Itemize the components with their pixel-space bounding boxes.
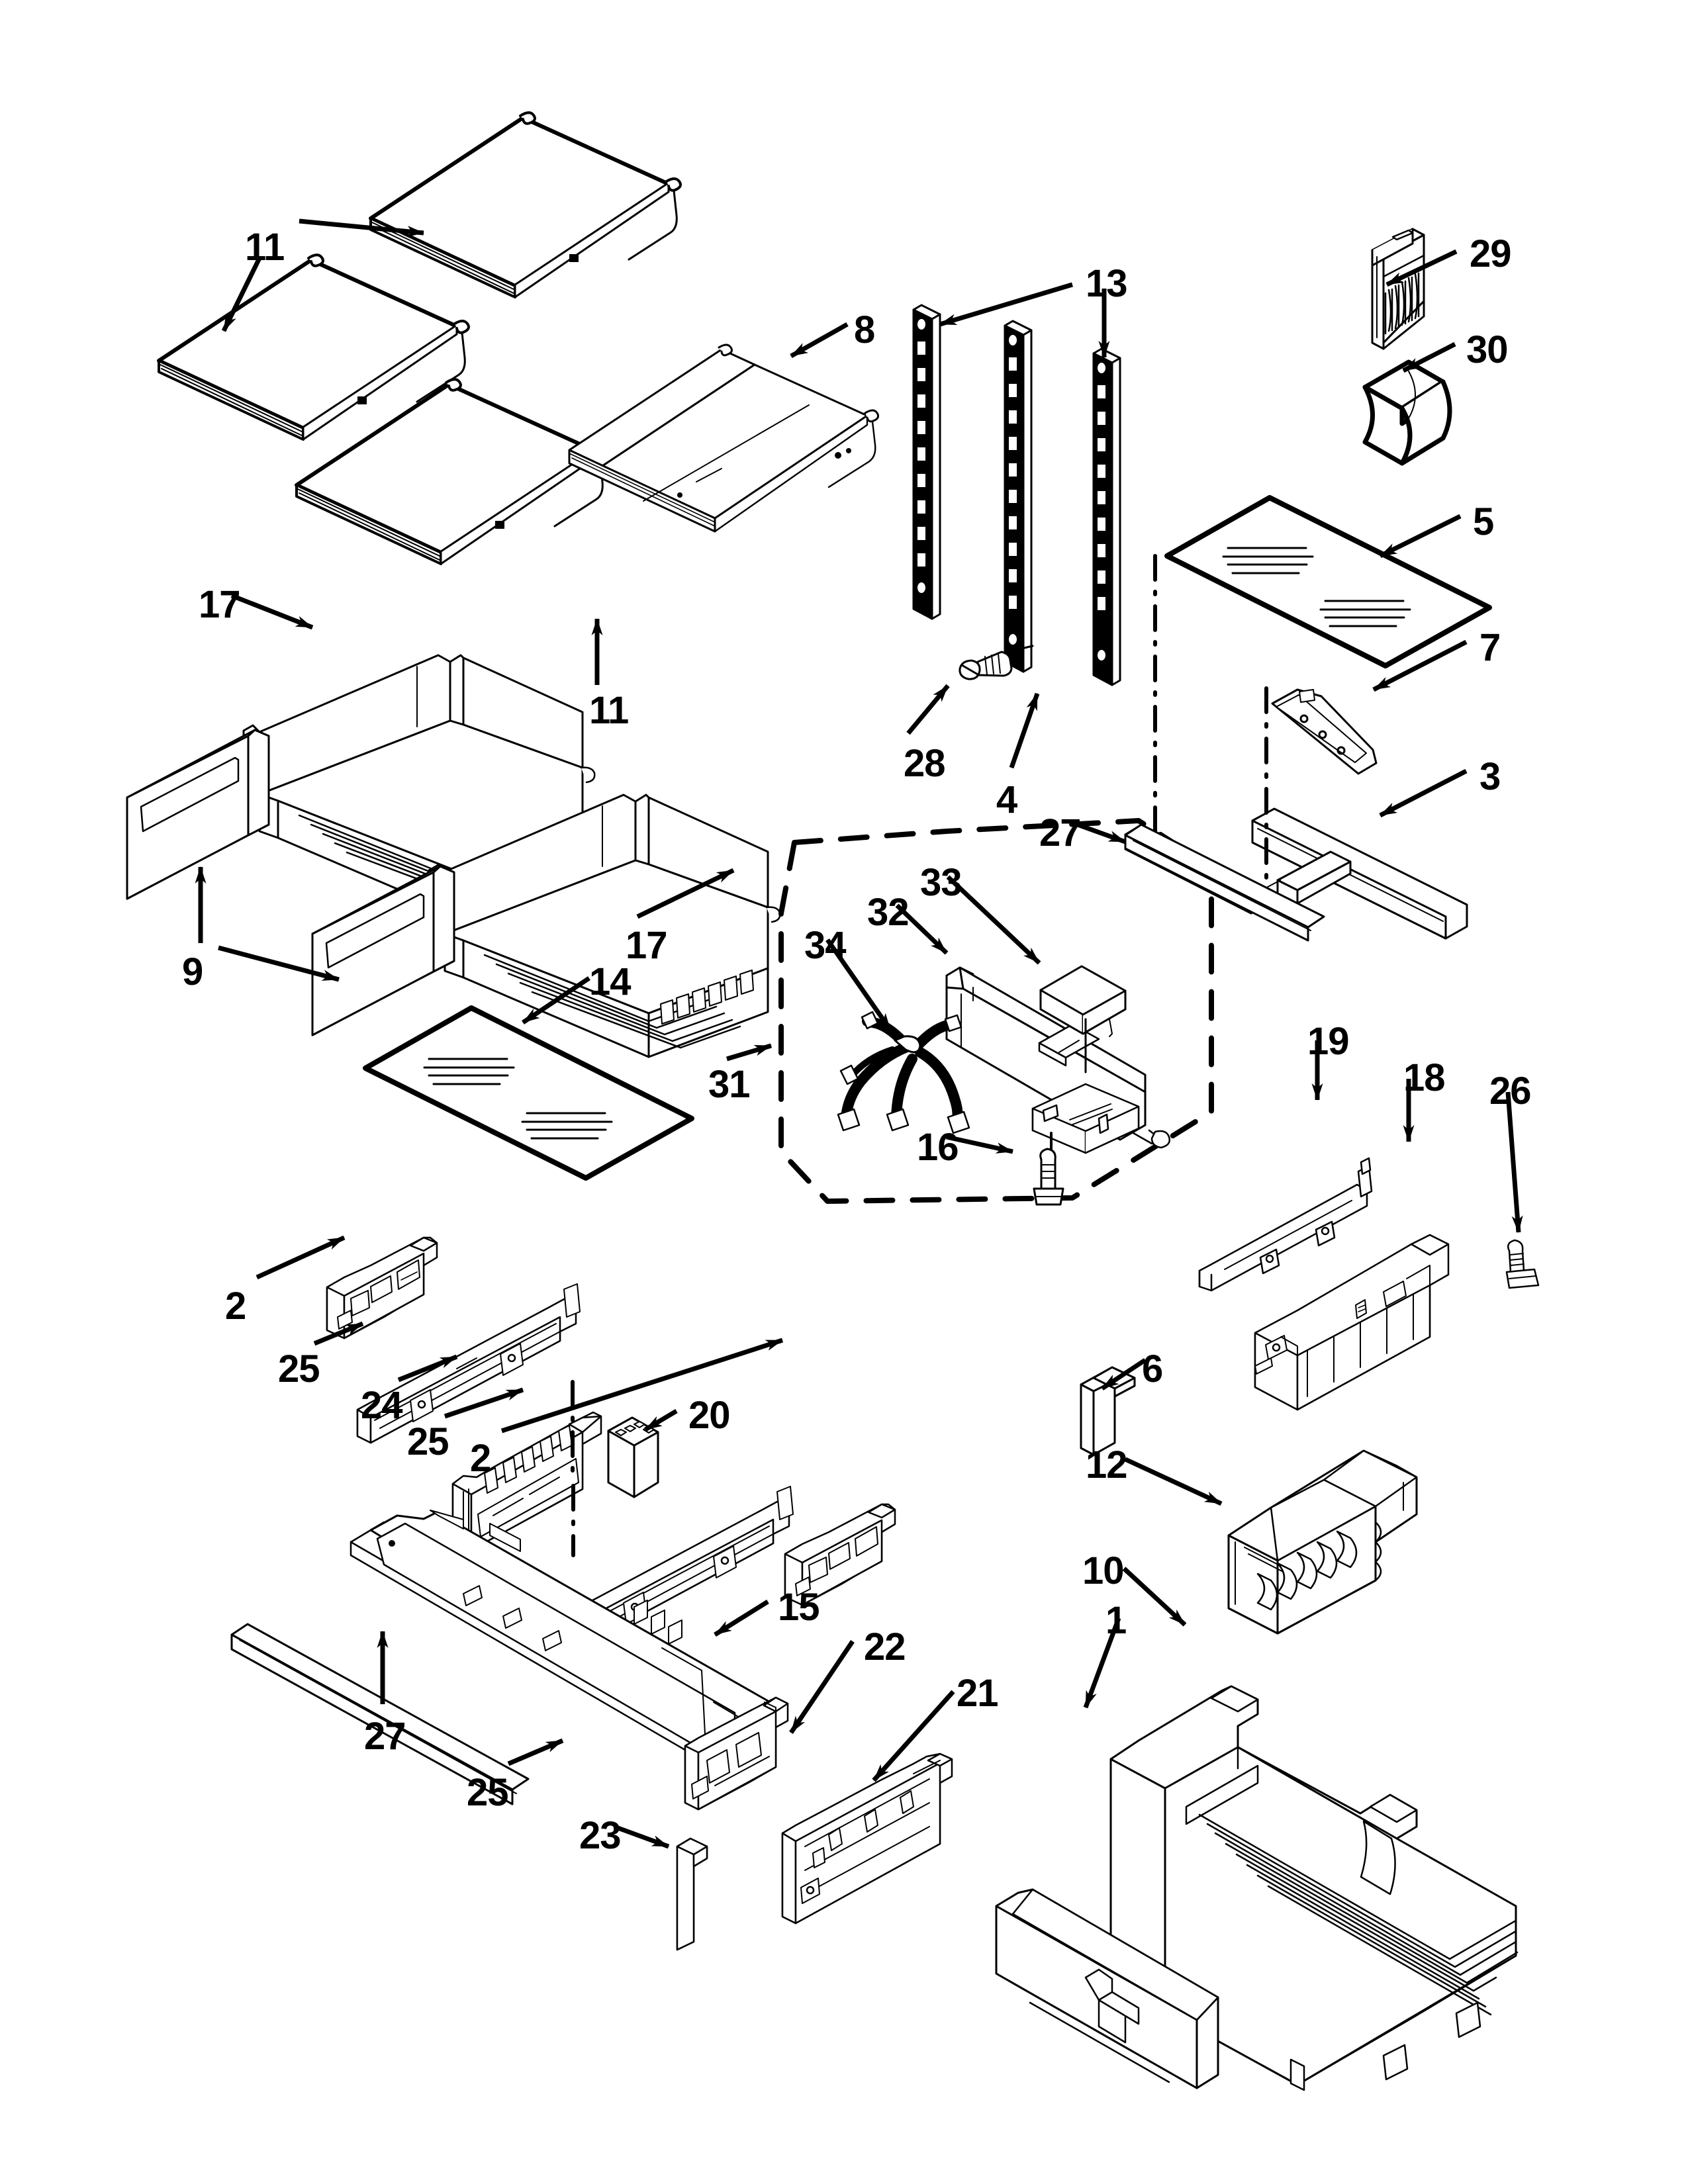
shelf-trim-7 bbox=[1271, 688, 1378, 775]
callout-number-center-ladder-rail: 4 bbox=[996, 778, 1017, 821]
glass-shelf-5 bbox=[1164, 495, 1492, 668]
crisper-front-9-right bbox=[311, 865, 455, 1036]
slide-endcap-20 bbox=[607, 1416, 659, 1498]
pantry-control-cover-33 bbox=[1039, 965, 1127, 1073]
callout-number-thermistor-mounting-screw: 16 bbox=[917, 1126, 959, 1169]
callout-number-drawer-rail-latch-bracket: 22 bbox=[864, 1625, 906, 1668]
callout-number-sliding-spill-guard-shelf: 8 bbox=[854, 308, 875, 351]
callout-number-shelf-support-ladder-rail: 13 bbox=[1086, 262, 1128, 305]
ladder-rail-center bbox=[1004, 320, 1033, 673]
screw-28 bbox=[959, 645, 1034, 680]
callout-number-crisper-drawer-upper: 17 bbox=[199, 583, 241, 626]
callout-number-pantry-control-cover: 33 bbox=[920, 861, 962, 904]
callout-number-drawer-slide-rail-left: 25 bbox=[278, 1347, 320, 1390]
callout-number-drawer-slide-front-bracket: 2 bbox=[470, 1437, 491, 1480]
ladder-rail-right bbox=[1092, 347, 1121, 686]
callout-number-pantry-drawer-support-frame: 18 bbox=[1403, 1056, 1446, 1099]
pantry-control-kit-box-31 bbox=[778, 818, 1214, 1204]
callout-number-shelf-spacer-block: 6 bbox=[1142, 1347, 1163, 1390]
shelf-14-hatch bbox=[423, 1058, 613, 1140]
callout-number-support-mounting-screw: 26 bbox=[1489, 1069, 1532, 1113]
shelf-11-top bbox=[369, 111, 682, 298]
callout-number-drawer-rail-housing: 21 bbox=[957, 1672, 999, 1715]
drawer-slide-19 bbox=[1198, 1157, 1373, 1292]
callout-number-pantry-drawer-slide-rail: 19 bbox=[1307, 1020, 1350, 1063]
crisper-front-9-left bbox=[126, 729, 270, 900]
callout-number-glass-shelf-over-crisper: 14 bbox=[589, 960, 632, 1003]
callout-number-drawer-slide-rail-right: 25 bbox=[407, 1420, 449, 1463]
ladder-rail-left bbox=[912, 304, 941, 620]
callout-number-pantry-control-kit-boundary: 31 bbox=[708, 1063, 751, 1106]
callout-number-crisper-drawer-front-left: 9 bbox=[182, 950, 203, 993]
drawer-lid-15 bbox=[350, 1510, 769, 1776]
wire-harness-34 bbox=[837, 1011, 970, 1134]
callout-number-rail-mounting-screw: 28 bbox=[904, 742, 946, 785]
pantry-bin-12 bbox=[1227, 1449, 1418, 1635]
callout-number-air-filter-cover: 30 bbox=[1466, 328, 1509, 371]
callout-number-drawer-cover-lid-assembly: 15 bbox=[778, 1586, 820, 1629]
rail-housing-21 bbox=[781, 1752, 953, 1925]
air-filter-29 bbox=[1371, 228, 1425, 350]
callout-number-pantry-drawer-body: 10 bbox=[1082, 1549, 1125, 1592]
slide-bracket-2-rear bbox=[326, 1236, 438, 1340]
callout-number-drawer-trim-strip-lower: 27 bbox=[364, 1715, 406, 1758]
callout-number-pantry-drawer-divider-bin: 12 bbox=[1086, 1443, 1128, 1486]
callout-number-drawer-slide-center-cam: 24 bbox=[361, 1384, 403, 1427]
callout-number-glass-shelf-lower: 11 bbox=[589, 689, 629, 732]
shelf-8-sliding bbox=[568, 343, 879, 533]
callout-number-pantry-air-damper-assembly: 32 bbox=[867, 891, 910, 934]
screw-26 bbox=[1505, 1239, 1540, 1289]
shelf-5-hatch bbox=[1222, 547, 1411, 627]
rail-spacer-23 bbox=[676, 1837, 708, 1951]
slide-cam-24 bbox=[451, 1411, 602, 1551]
callout-number-air-filter-cartridge: 29 bbox=[1470, 232, 1512, 275]
pantry-drawer-10 bbox=[1109, 1685, 1519, 2091]
glass-shelf-14 bbox=[363, 1005, 694, 1181]
drawer-trim-27-upper bbox=[1124, 823, 1325, 942]
callout-number-drawer-trim-strip-upper: 27 bbox=[1039, 811, 1082, 854]
callout-number-drawer-rail-spacer-strip: 23 bbox=[579, 1814, 622, 1857]
thermistor-16 bbox=[1031, 1083, 1140, 1161]
callout-number-glass-shelf-upper-left: 11 bbox=[245, 226, 285, 269]
shelf-11-left bbox=[157, 253, 470, 441]
screw-16 bbox=[1033, 1148, 1064, 1206]
drawer-trim-27-lower bbox=[230, 1623, 530, 1805]
rail-latch-22 bbox=[684, 1696, 789, 1811]
pantry-drawer-front-1 bbox=[995, 1888, 1219, 2089]
callout-number-drawer-slide-rail-front: 25 bbox=[467, 1771, 509, 1814]
pantry-support-frame-18 bbox=[1254, 1234, 1450, 1411]
callout-number-pantry-rail-bracket: 3 bbox=[1479, 755, 1501, 798]
callout-number-crisper-drawer-lower: 17 bbox=[626, 924, 668, 967]
air-filter-cover-30 bbox=[1362, 359, 1452, 466]
callout-number-drawer-slide-end-cap: 20 bbox=[688, 1394, 731, 1437]
spacer-block-6 bbox=[1080, 1366, 1136, 1456]
callout-number-glass-shelf-pantry: 5 bbox=[1473, 500, 1494, 543]
slide-bracket-2-front bbox=[784, 1503, 896, 1606]
callout-number-shelf-trim-rail: 7 bbox=[1479, 626, 1501, 669]
callout-number-wire-harness: 34 bbox=[804, 924, 847, 967]
callout-number-drawer-slide-rear-bracket: 2 bbox=[225, 1285, 246, 1328]
callout-number-pantry-drawer-front-panel: 1 bbox=[1105, 1599, 1127, 1642]
